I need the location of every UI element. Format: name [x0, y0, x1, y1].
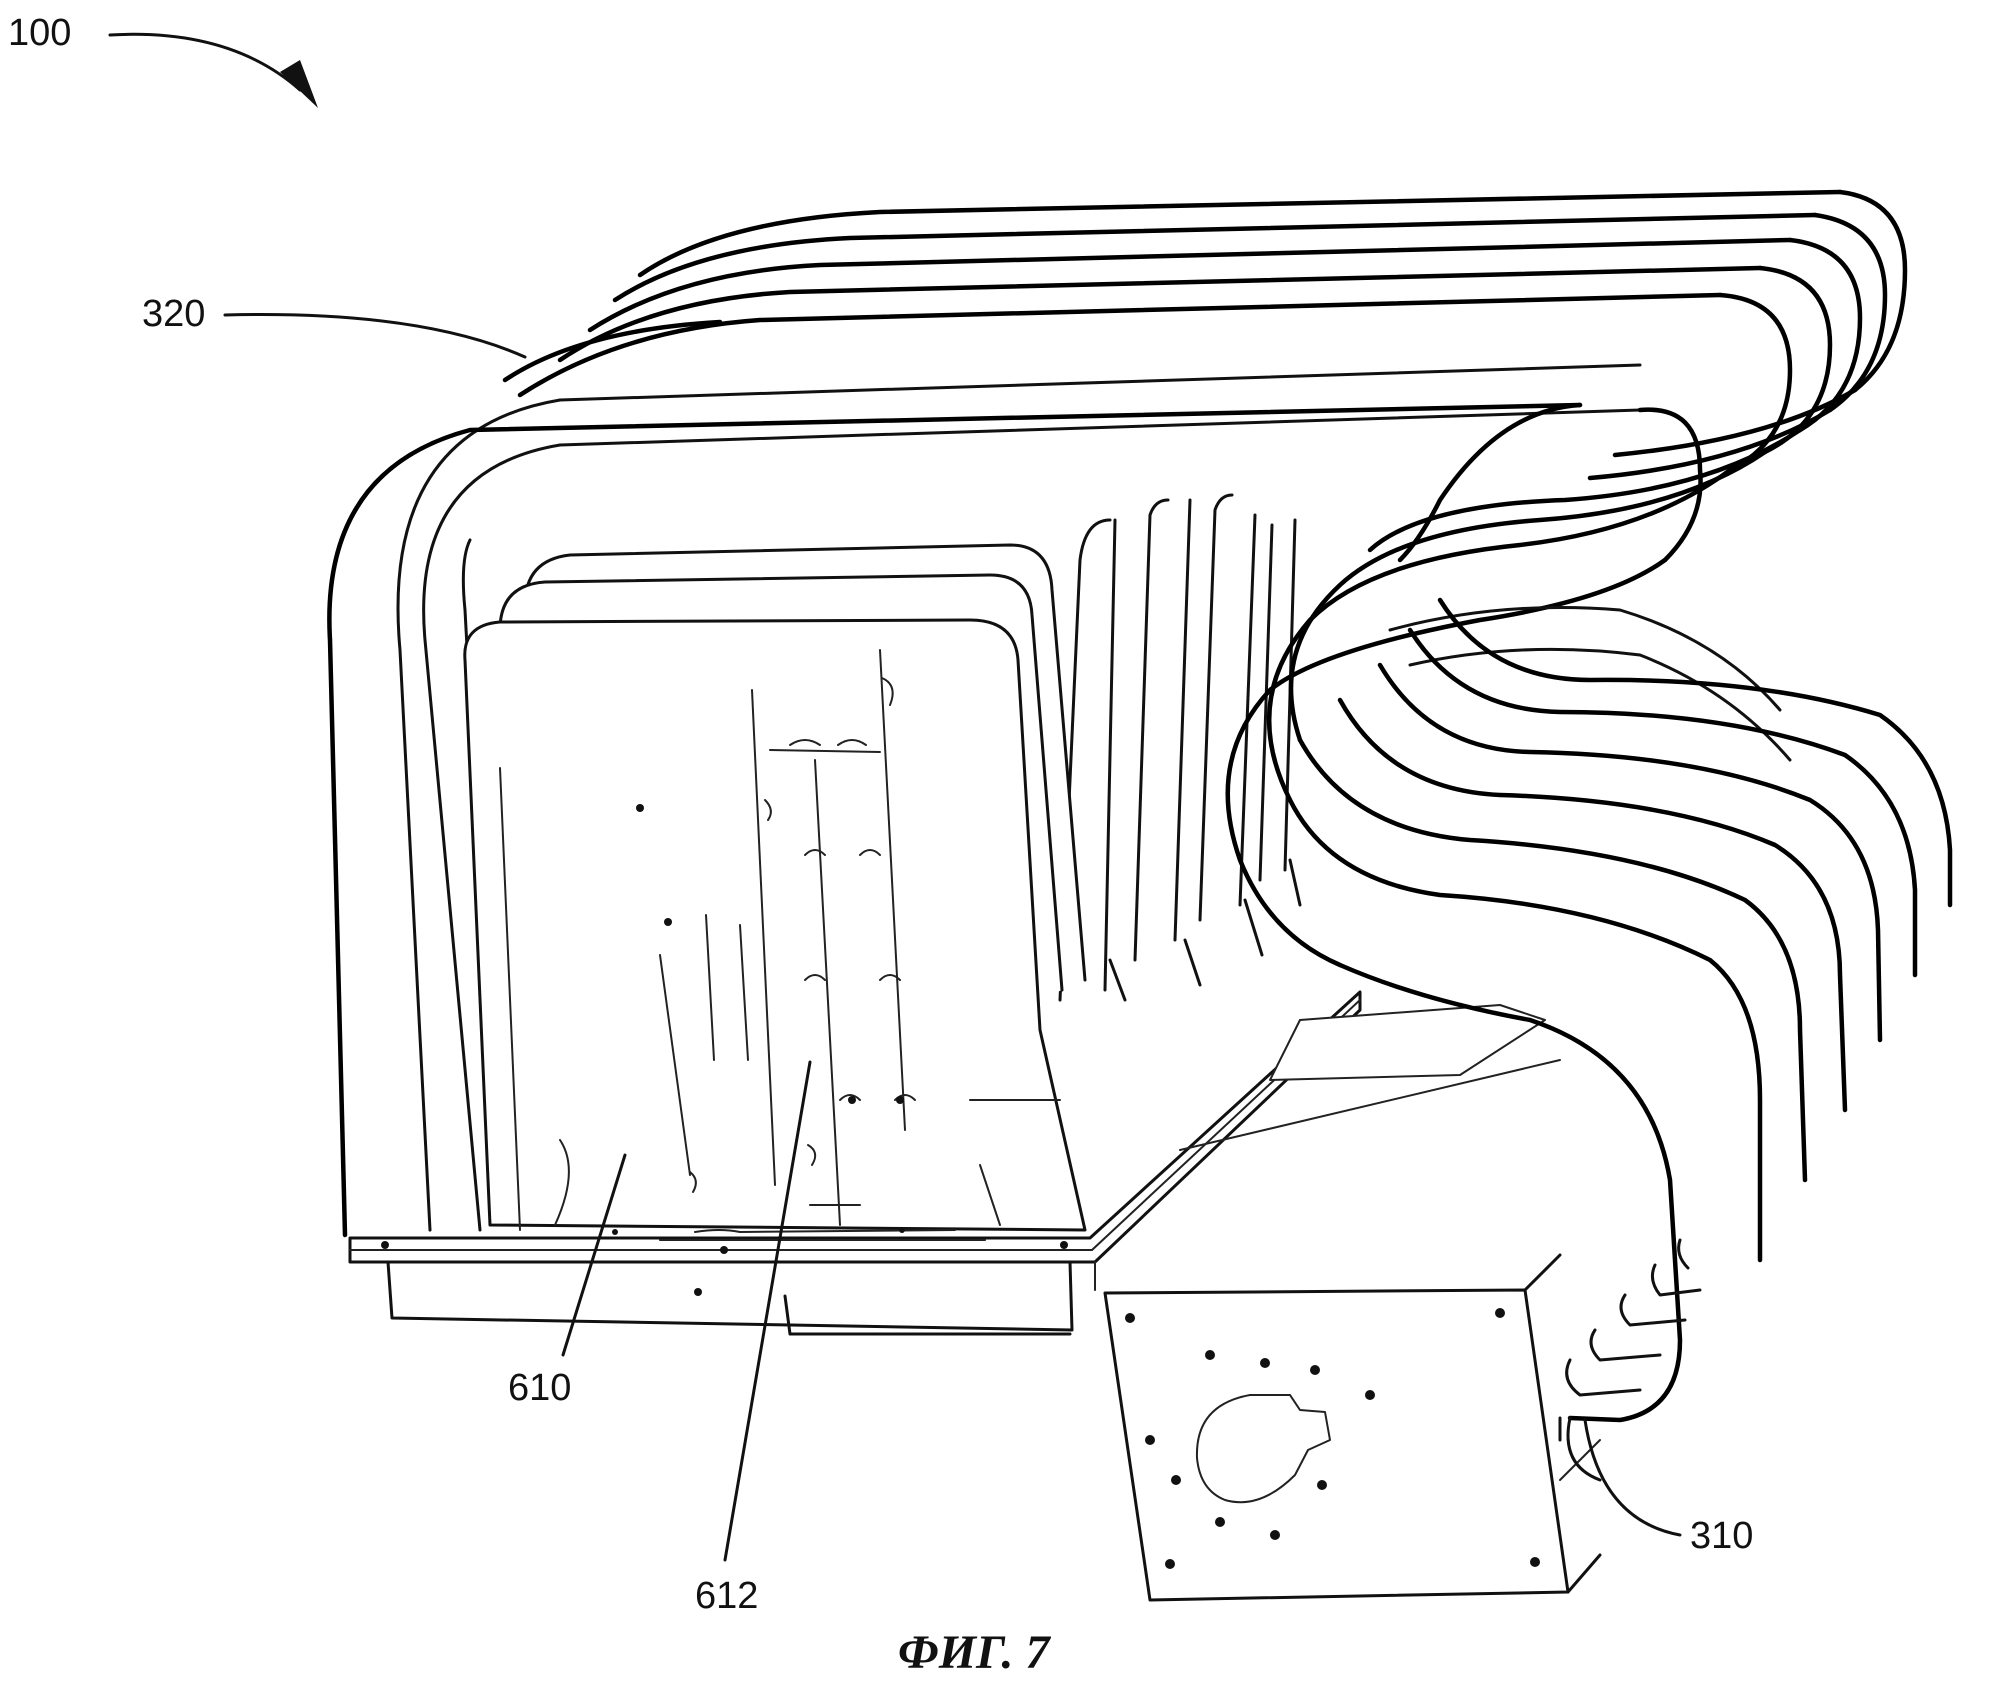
leader-arrow-100 — [108, 32, 302, 92]
arrowhead-100-icon — [280, 60, 318, 108]
label-612-group: 612 — [695, 1060, 812, 1617]
label-310: 310 — [1690, 1515, 1753, 1557]
label-612: 612 — [695, 1575, 758, 1617]
label-310-group: 310 — [1583, 1418, 1753, 1557]
leader-line-612 — [723, 1060, 812, 1562]
label-610-group: 610 — [508, 1153, 627, 1409]
label-320: 320 — [142, 293, 205, 335]
lower-tube-bundle — [1287, 597, 1953, 1482]
base-tray — [348, 990, 1601, 1481]
label-320-group: 320 — [142, 293, 527, 359]
leader-line-320 — [223, 313, 527, 359]
label-100-group: 100 — [8, 12, 318, 108]
figure-caption: ФИГ. 7 — [898, 1626, 1052, 1679]
leader-line-310 — [1583, 1418, 1682, 1537]
label-610: 610 — [508, 1367, 571, 1409]
leader-line-610 — [561, 1153, 627, 1357]
mounting-plate — [1103, 1253, 1602, 1602]
fin-plates — [1058, 493, 1302, 1002]
main-panel — [463, 618, 1087, 1241]
upper-tube-bundle — [327, 189, 1908, 1238]
label-100: 100 — [8, 12, 71, 54]
